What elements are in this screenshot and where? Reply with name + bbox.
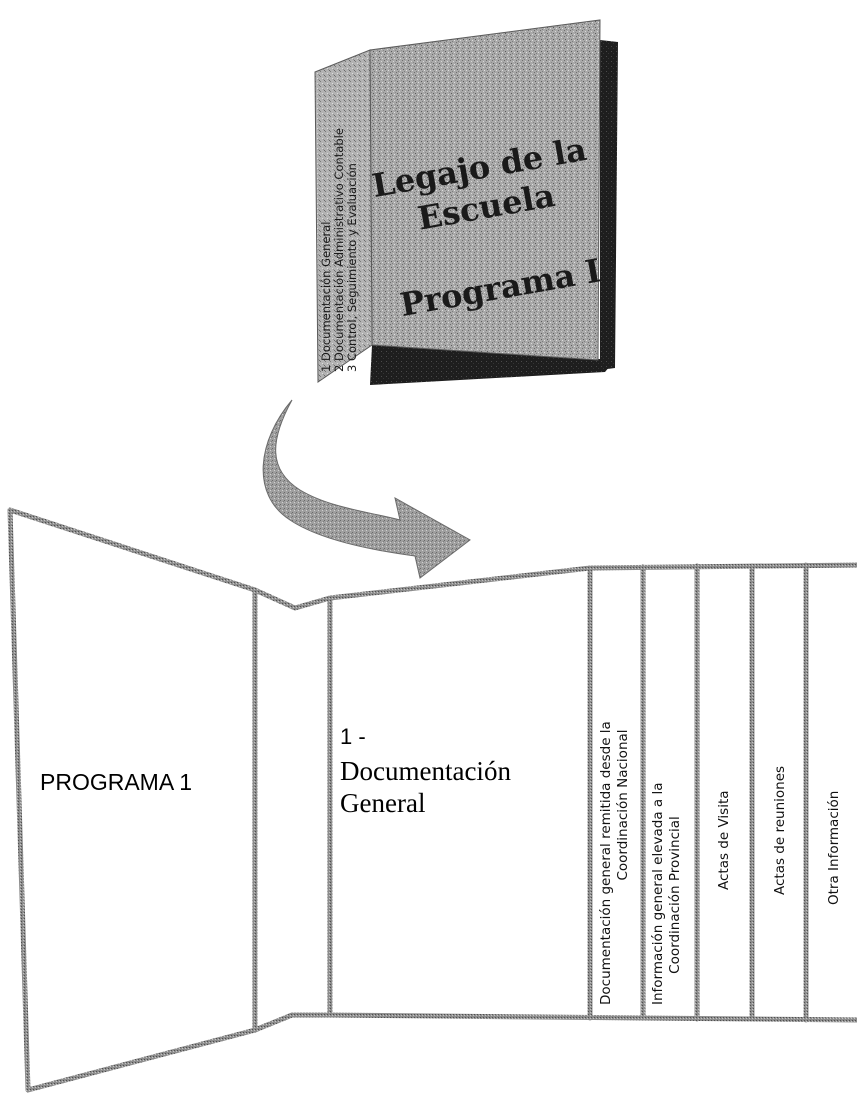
binder-bottom-shadow [370,345,615,385]
section-title-line-1: Documentación [340,756,511,786]
spine-line-2: 2 Documentación Administrativo Contable [332,128,346,372]
section-title-line-2: General [340,788,425,818]
spine-line-1: 1 Documentación General [319,222,333,372]
tab-2-line-1: Información general elevada a la [650,782,666,1005]
tab-4-label: Actas de reuniones [772,766,788,895]
program-label: PROGRAMA 1 [40,769,192,795]
binder-spine [314,49,373,383]
spine-line-3: 3 Control, Seguimiento y Evaluación [345,163,359,372]
section-number: 1 - [340,724,366,749]
folder-outline [7,507,857,1093]
curved-arrow-icon [262,399,471,579]
binder-back-cover [600,40,618,370]
tab-1-line-1: Documentación general remitida desde la [598,721,614,1005]
tab-2-line-2: Coordinación Provincial [667,816,683,974]
binder-illustration: 1 Documentación General 2 Documentación … [314,19,618,385]
tab-5-label: Otra Información [826,791,842,905]
tab-3-label: Actas de Visita [716,790,732,890]
tab-1-line-2: Coordinación Nacional [615,729,631,880]
